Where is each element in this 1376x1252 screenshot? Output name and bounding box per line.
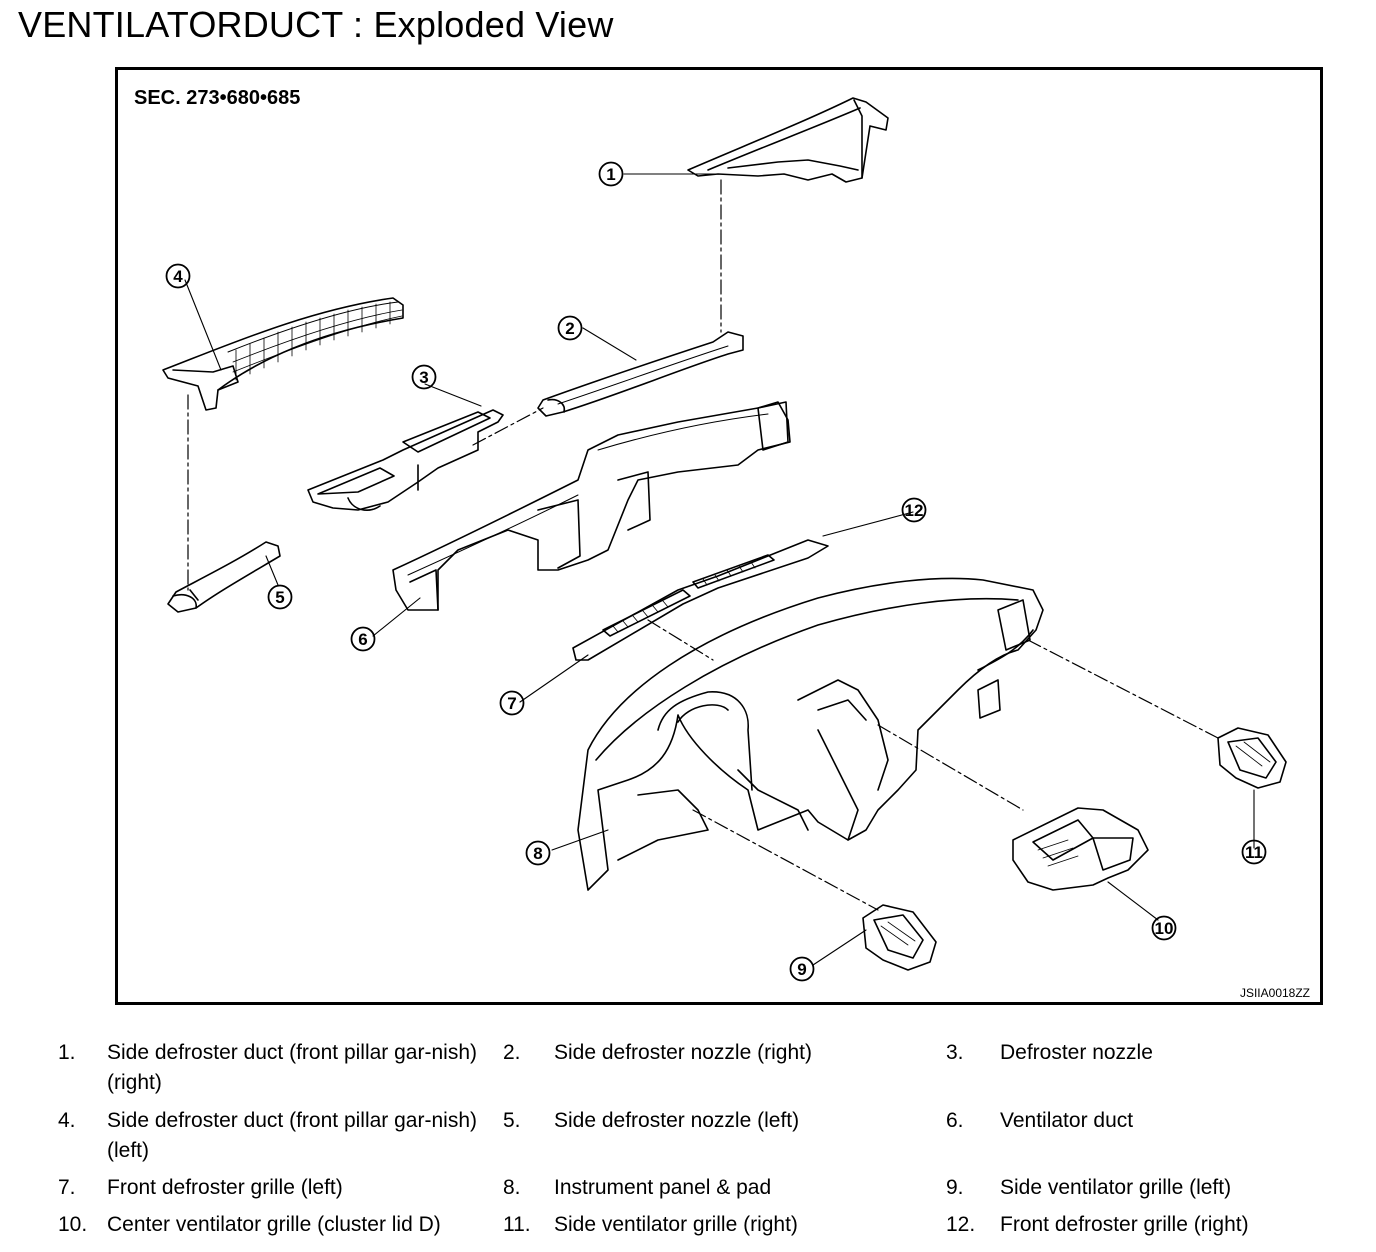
callout-7: 7: [499, 690, 525, 716]
callout-leaders: [184, 173, 1255, 966]
svg-text:3: 3: [419, 368, 428, 387]
part-side-defroster-nozzle-right: [537, 331, 744, 417]
callout-4: 4: [165, 263, 191, 289]
svg-text:4: 4: [173, 267, 183, 286]
legend-number: 10.: [58, 1213, 88, 1236]
parts-legend: 1. Side defroster duct (front pillar gar…: [0, 1038, 1376, 1252]
assembly-lines: [187, 179, 1219, 911]
callout-11: 11: [1241, 839, 1267, 865]
svg-text:8: 8: [533, 844, 542, 863]
image-code: JSIIA0018ZZ: [1239, 986, 1310, 1000]
legend-text: Center ventilator grille (cluster lid D): [107, 1213, 441, 1236]
legend-number: 7.: [58, 1176, 76, 1199]
callout-2: 2: [557, 315, 583, 341]
legend-text: Side defroster duct (front pillar gar-ni…: [107, 1109, 477, 1162]
part-defroster-nozzle: [307, 409, 504, 511]
callout-6: 6: [350, 626, 376, 652]
legend-text: Side ventilator grille (left): [1000, 1176, 1232, 1199]
part-side-ventilator-grille-right: [1217, 727, 1287, 789]
svg-text:10: 10: [1155, 919, 1174, 938]
svg-text:1: 1: [606, 165, 615, 184]
part-side-defroster-duct-left: [162, 297, 404, 411]
exploded-view-drawing: 1 2 3 4 5 6 7 8 9 10 11 12: [162, 97, 1287, 982]
legend-text: Side defroster nozzle (left): [554, 1109, 800, 1132]
part-ventilator-duct: [392, 401, 791, 611]
callout-10: 10: [1151, 915, 1177, 941]
svg-text:5: 5: [275, 588, 284, 607]
svg-text:9: 9: [797, 960, 806, 979]
legend-number: 5.: [503, 1109, 521, 1132]
legend-number: 12.: [946, 1213, 976, 1236]
legend-text: Side defroster nozzle (right): [554, 1041, 812, 1064]
callout-3: 3: [411, 364, 437, 390]
svg-text:6: 6: [358, 630, 367, 649]
svg-text:7: 7: [507, 694, 516, 713]
legend-text: Front defroster grille (left): [107, 1176, 343, 1199]
legend-text: Instrument panel & pad: [554, 1176, 772, 1199]
svg-text:2: 2: [565, 319, 574, 338]
legend-number: 3.: [946, 1041, 964, 1064]
part-center-ventilator-grille: [1012, 807, 1149, 891]
legend-number: 1.: [58, 1041, 76, 1064]
section-label: SEC. 273•680•685: [134, 87, 301, 109]
part-front-defroster-grilles: [572, 539, 829, 661]
legend-number: 8.: [503, 1176, 521, 1199]
legend-text: Side ventilator grille (right): [554, 1213, 798, 1236]
exploded-view-figure: SEC. 273•680•685: [115, 67, 1323, 1005]
callout-9: 9: [789, 956, 815, 982]
part-side-defroster-nozzle-left: [167, 541, 281, 613]
callout-markers: 1 2 3 4 5 6 7 8 9 10 11 12: [165, 161, 1267, 982]
callout-12: 12: [901, 497, 927, 523]
part-side-ventilator-grille-left: [862, 904, 937, 971]
callout-5: 5: [267, 584, 293, 610]
page-title: VENTILATORDUCT : Exploded View: [18, 4, 614, 45]
legend-number: 9.: [946, 1176, 964, 1199]
legend-number: 4.: [58, 1109, 76, 1132]
legend-number: 11.: [503, 1213, 531, 1236]
part-side-defroster-duct-right: [687, 97, 889, 183]
callout-1: 1: [598, 161, 624, 187]
legend-text: Ventilator duct: [1000, 1109, 1134, 1132]
svg-text:11: 11: [1245, 843, 1263, 862]
part-instrument-panel: [577, 577, 1044, 891]
legend-text: Side defroster duct (front pillar gar-ni…: [107, 1041, 477, 1094]
legend-number: 6.: [946, 1109, 964, 1132]
legend-number: 2.: [503, 1041, 521, 1064]
legend-text: Front defroster grille (right): [1000, 1213, 1249, 1236]
svg-text:12: 12: [905, 501, 924, 520]
callout-8: 8: [525, 840, 551, 866]
legend-text: Defroster nozzle: [1000, 1041, 1153, 1064]
